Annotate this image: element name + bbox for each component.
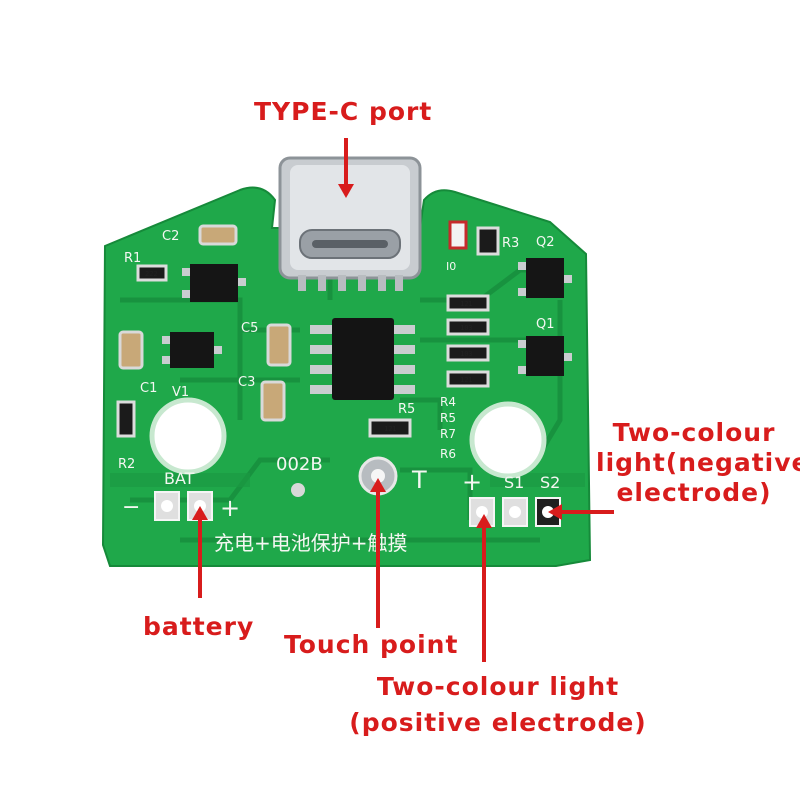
mounting-holes — [149, 397, 547, 497]
label-touch-t: T — [411, 466, 427, 494]
smd-led — [448, 220, 468, 250]
resistor-code-r5: 121 — [384, 425, 397, 433]
callout-negative-electrode: Two-colour light(negative electrode) — [596, 418, 800, 508]
label-board-caption: 充电+电池保护+触摸 — [214, 531, 408, 555]
callout-battery: battery — [143, 612, 255, 641]
label-r7: R7 — [440, 427, 456, 441]
label-c5: C5 — [241, 321, 258, 336]
callout-negative-line3: electrode) — [616, 478, 772, 507]
callout-negative-line1: Two-colour — [612, 418, 776, 447]
resistor-code-c: 103 — [460, 350, 473, 358]
callout-arrows — [192, 138, 614, 662]
label-q1: Q1 — [536, 317, 555, 332]
label-r1: R1 — [124, 251, 141, 266]
label-bat: BAT — [164, 469, 195, 488]
label-r4: R4 — [440, 395, 456, 409]
resistor-code-a: 121 — [460, 300, 473, 308]
label-led: I0 — [446, 260, 456, 273]
label-s1: S1 — [504, 473, 524, 492]
arrowhead-positive — [476, 514, 492, 528]
transistors — [162, 258, 572, 376]
label-c1: C1 — [140, 381, 157, 396]
arrowhead-touch — [370, 478, 386, 492]
label-r3: R3 — [502, 236, 519, 251]
resistor-code-r1: 222 — [145, 270, 158, 278]
arrowhead-negative — [548, 504, 562, 520]
label-r5-top: R5 — [398, 402, 415, 417]
label-v1: V1 — [172, 385, 189, 400]
callout-negative-line2: light(negative — [596, 448, 800, 477]
resistor-code-d: 121 — [460, 376, 473, 384]
callout-positive-line1: Two-colour light — [376, 672, 620, 701]
label-led-plus: + — [462, 468, 482, 496]
label-c2: C2 — [162, 229, 179, 244]
touch-pad — [358, 456, 398, 496]
label-board-id: 002B — [276, 454, 323, 475]
arrowhead-battery — [192, 506, 208, 520]
label-q2: Q2 — [536, 235, 555, 250]
arrowhead-type-c — [338, 184, 354, 198]
label-s2: S2 — [540, 473, 560, 492]
callout-positive-line2: (positive electrode) — [349, 708, 647, 737]
label-r6: R6 — [440, 447, 456, 461]
resistor-code-b: 103 — [460, 324, 473, 332]
silkscreen-labels: C2 R1 R3 Q2 Q1 C5 C3 C1 V1 R2 R5 R4 R5 R… — [118, 229, 560, 555]
callout-positive-electrode: Two-colour light (positive electrode) — [340, 672, 656, 738]
callout-type-c: TYPE-C port — [254, 97, 433, 126]
label-bat-minus: − — [122, 495, 140, 520]
label-r5: R5 — [440, 411, 456, 425]
label-c3: C3 — [238, 375, 255, 390]
label-r2: R2 — [118, 457, 135, 472]
usb-c-port — [278, 156, 422, 291]
callout-touch-point: Touch point — [284, 630, 459, 659]
label-bat-plus: + — [220, 494, 240, 522]
capacitors — [118, 224, 292, 422]
charger-ic — [310, 318, 415, 400]
resistors: 222 121 103 103 121 121 — [116, 226, 500, 438]
